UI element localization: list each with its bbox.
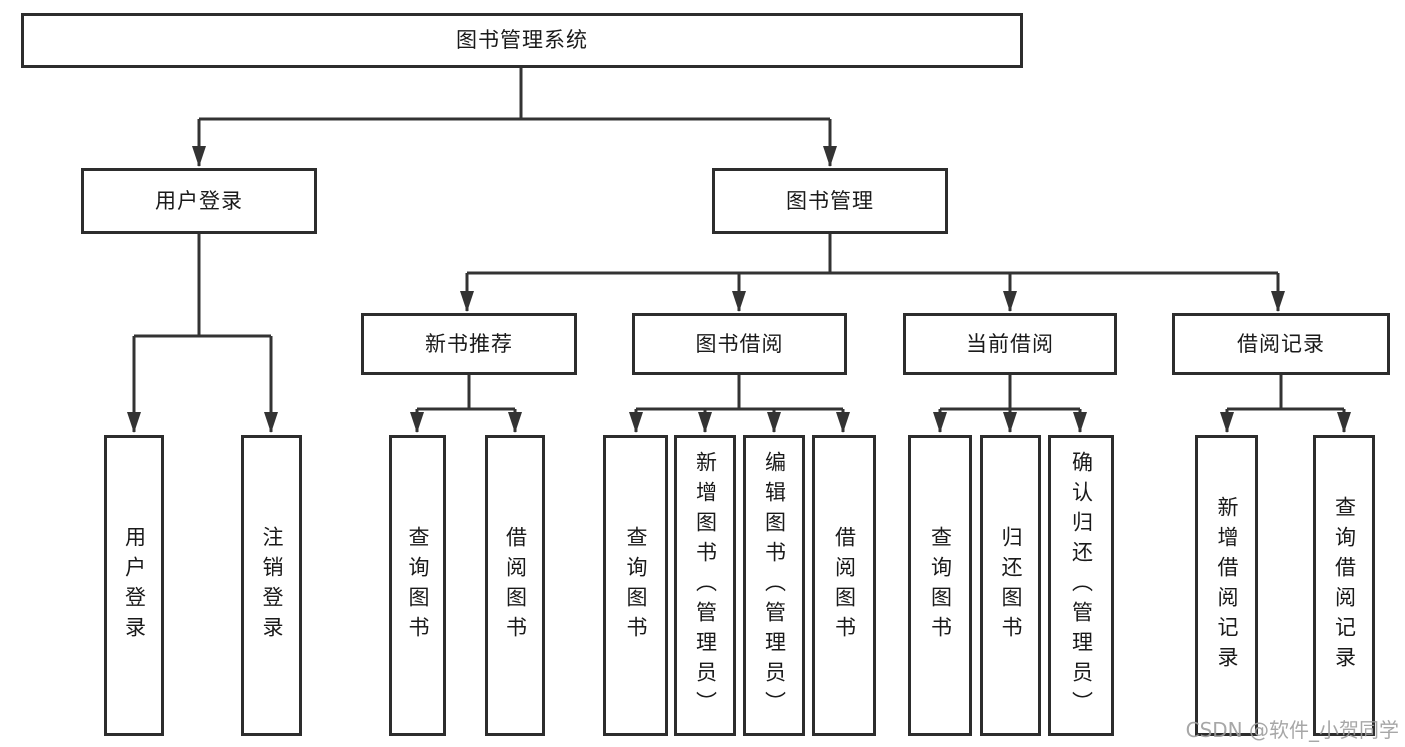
leaf-query-books-2: 查询图书 (603, 435, 668, 736)
leaf-query-books-3-label: 查询图书 (928, 525, 953, 646)
node-borrow-records: 借阅记录 (1172, 313, 1390, 375)
leaf-return-books-label: 归还图书 (999, 525, 1023, 646)
leaf-query-books-3: 查询图书 (908, 435, 972, 736)
node-book-borrowing: 图书借阅 (632, 313, 847, 375)
leaf-edit-book-admin-label: 编辑图书（管理员） (762, 450, 787, 721)
node-current-borrowing: 当前借阅 (903, 313, 1117, 375)
node-current-borrowing-label: 当前借阅 (966, 331, 1054, 356)
leaf-query-books-1: 查询图书 (389, 435, 446, 736)
leaf-add-borrow-record-label: 新增借阅记录 (1215, 495, 1239, 676)
leaf-query-borrow-record: 查询借阅记录 (1313, 435, 1375, 736)
node-root-label: 图书管理系统 (456, 28, 588, 52)
leaf-query-books-2-label: 查询图书 (624, 525, 648, 646)
leaf-confirm-return-admin: 确认归还（管理员） (1048, 435, 1114, 736)
node-borrow-records-label: 借阅记录 (1237, 331, 1325, 356)
leaf-add-book-admin-label: 新增图书（管理员） (693, 450, 718, 721)
leaf-logout-login: 注销登录 (241, 435, 302, 736)
leaf-add-book-admin: 新增图书（管理员） (674, 435, 736, 736)
leaf-logout-login-label: 注销登录 (260, 525, 284, 646)
node-book-management-label: 图书管理 (786, 188, 874, 213)
node-user-login-label: 用户登录 (155, 188, 243, 213)
leaf-query-borrow-record-label: 查询借阅记录 (1332, 495, 1357, 676)
leaf-user-login-label: 用户登录 (122, 525, 147, 646)
node-book-borrowing-label: 图书借阅 (695, 331, 784, 356)
leaf-user-login: 用户登录 (104, 435, 164, 736)
node-new-book-recommend-label: 新书推荐 (425, 331, 513, 356)
leaf-confirm-return-admin-label: 确认归还（管理员） (1069, 450, 1094, 721)
leaf-add-borrow-record: 新增借阅记录 (1195, 435, 1258, 736)
leaf-borrow-books-1: 借阅图书 (485, 435, 545, 736)
leaf-query-books-1-label: 查询图书 (406, 525, 430, 646)
leaf-borrow-books-2: 借阅图书 (812, 435, 876, 736)
leaf-edit-book-admin: 编辑图书（管理员） (743, 435, 805, 736)
node-new-book-recommend: 新书推荐 (361, 313, 577, 375)
node-root: 图书管理系统 (21, 13, 1023, 68)
node-book-management: 图书管理 (712, 168, 948, 234)
leaf-borrow-books-1-label: 借阅图书 (503, 525, 528, 646)
leaf-borrow-books-2-label: 借阅图书 (832, 525, 857, 646)
leaf-return-books: 归还图书 (980, 435, 1041, 736)
node-user-login: 用户登录 (81, 168, 317, 234)
watermark-text: CSDN @软件_小贺同学 (1185, 718, 1399, 742)
